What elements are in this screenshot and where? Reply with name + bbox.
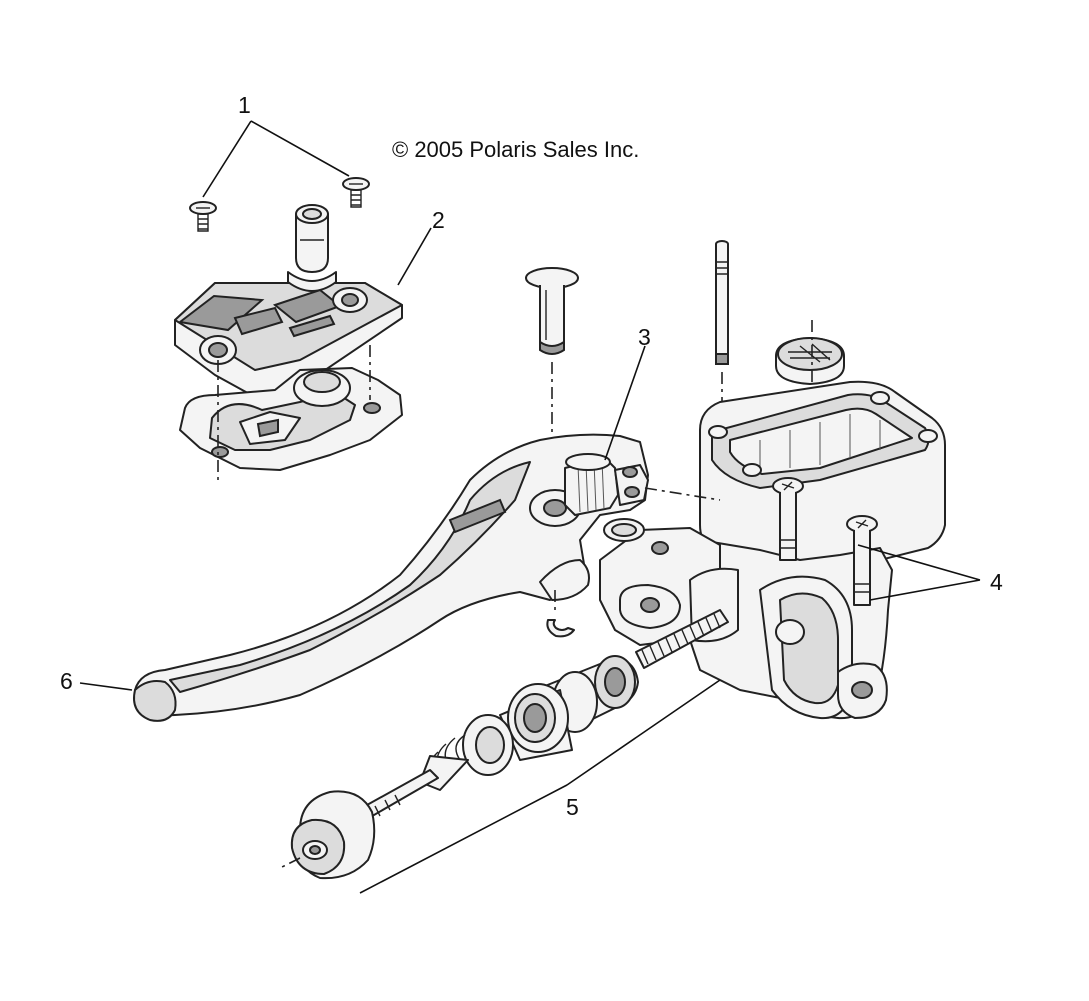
callout-2: 2 (397, 207, 445, 286)
master-cylinder-body (599, 380, 946, 720)
callout-label-3: 3 (638, 324, 651, 350)
callout-5: 5 (359, 679, 721, 894)
clamp-bolt-right (846, 515, 878, 606)
piston-spring (635, 609, 729, 669)
brake-lever (133, 433, 649, 722)
screw-left (189, 201, 217, 232)
screw-right (342, 177, 370, 208)
callout-1: 1 (202, 92, 350, 198)
e-clip (546, 619, 575, 638)
callout-label-2: 2 (432, 207, 445, 233)
boot-seal (603, 518, 645, 542)
callout-label-1: 1 (238, 92, 251, 118)
diaphragm (179, 367, 403, 471)
adjuster-pin (715, 240, 729, 365)
piston (499, 655, 639, 761)
reservoir-plug (775, 337, 845, 385)
callout-6: 6 (60, 668, 133, 694)
reservoir-cap (174, 204, 403, 398)
copyright-text: © 2005 Polaris Sales Inc. (392, 137, 639, 162)
callout-4: 4 (857, 544, 1003, 601)
callout-3: 3 (604, 324, 651, 461)
clamp-bolt-left (772, 477, 804, 561)
callout-label-4: 4 (990, 569, 1003, 595)
pivot-bolt (525, 267, 579, 355)
push-rod-end (290, 790, 376, 880)
callout-label-5: 5 (566, 794, 579, 820)
callout-label-6: 6 (60, 668, 73, 694)
